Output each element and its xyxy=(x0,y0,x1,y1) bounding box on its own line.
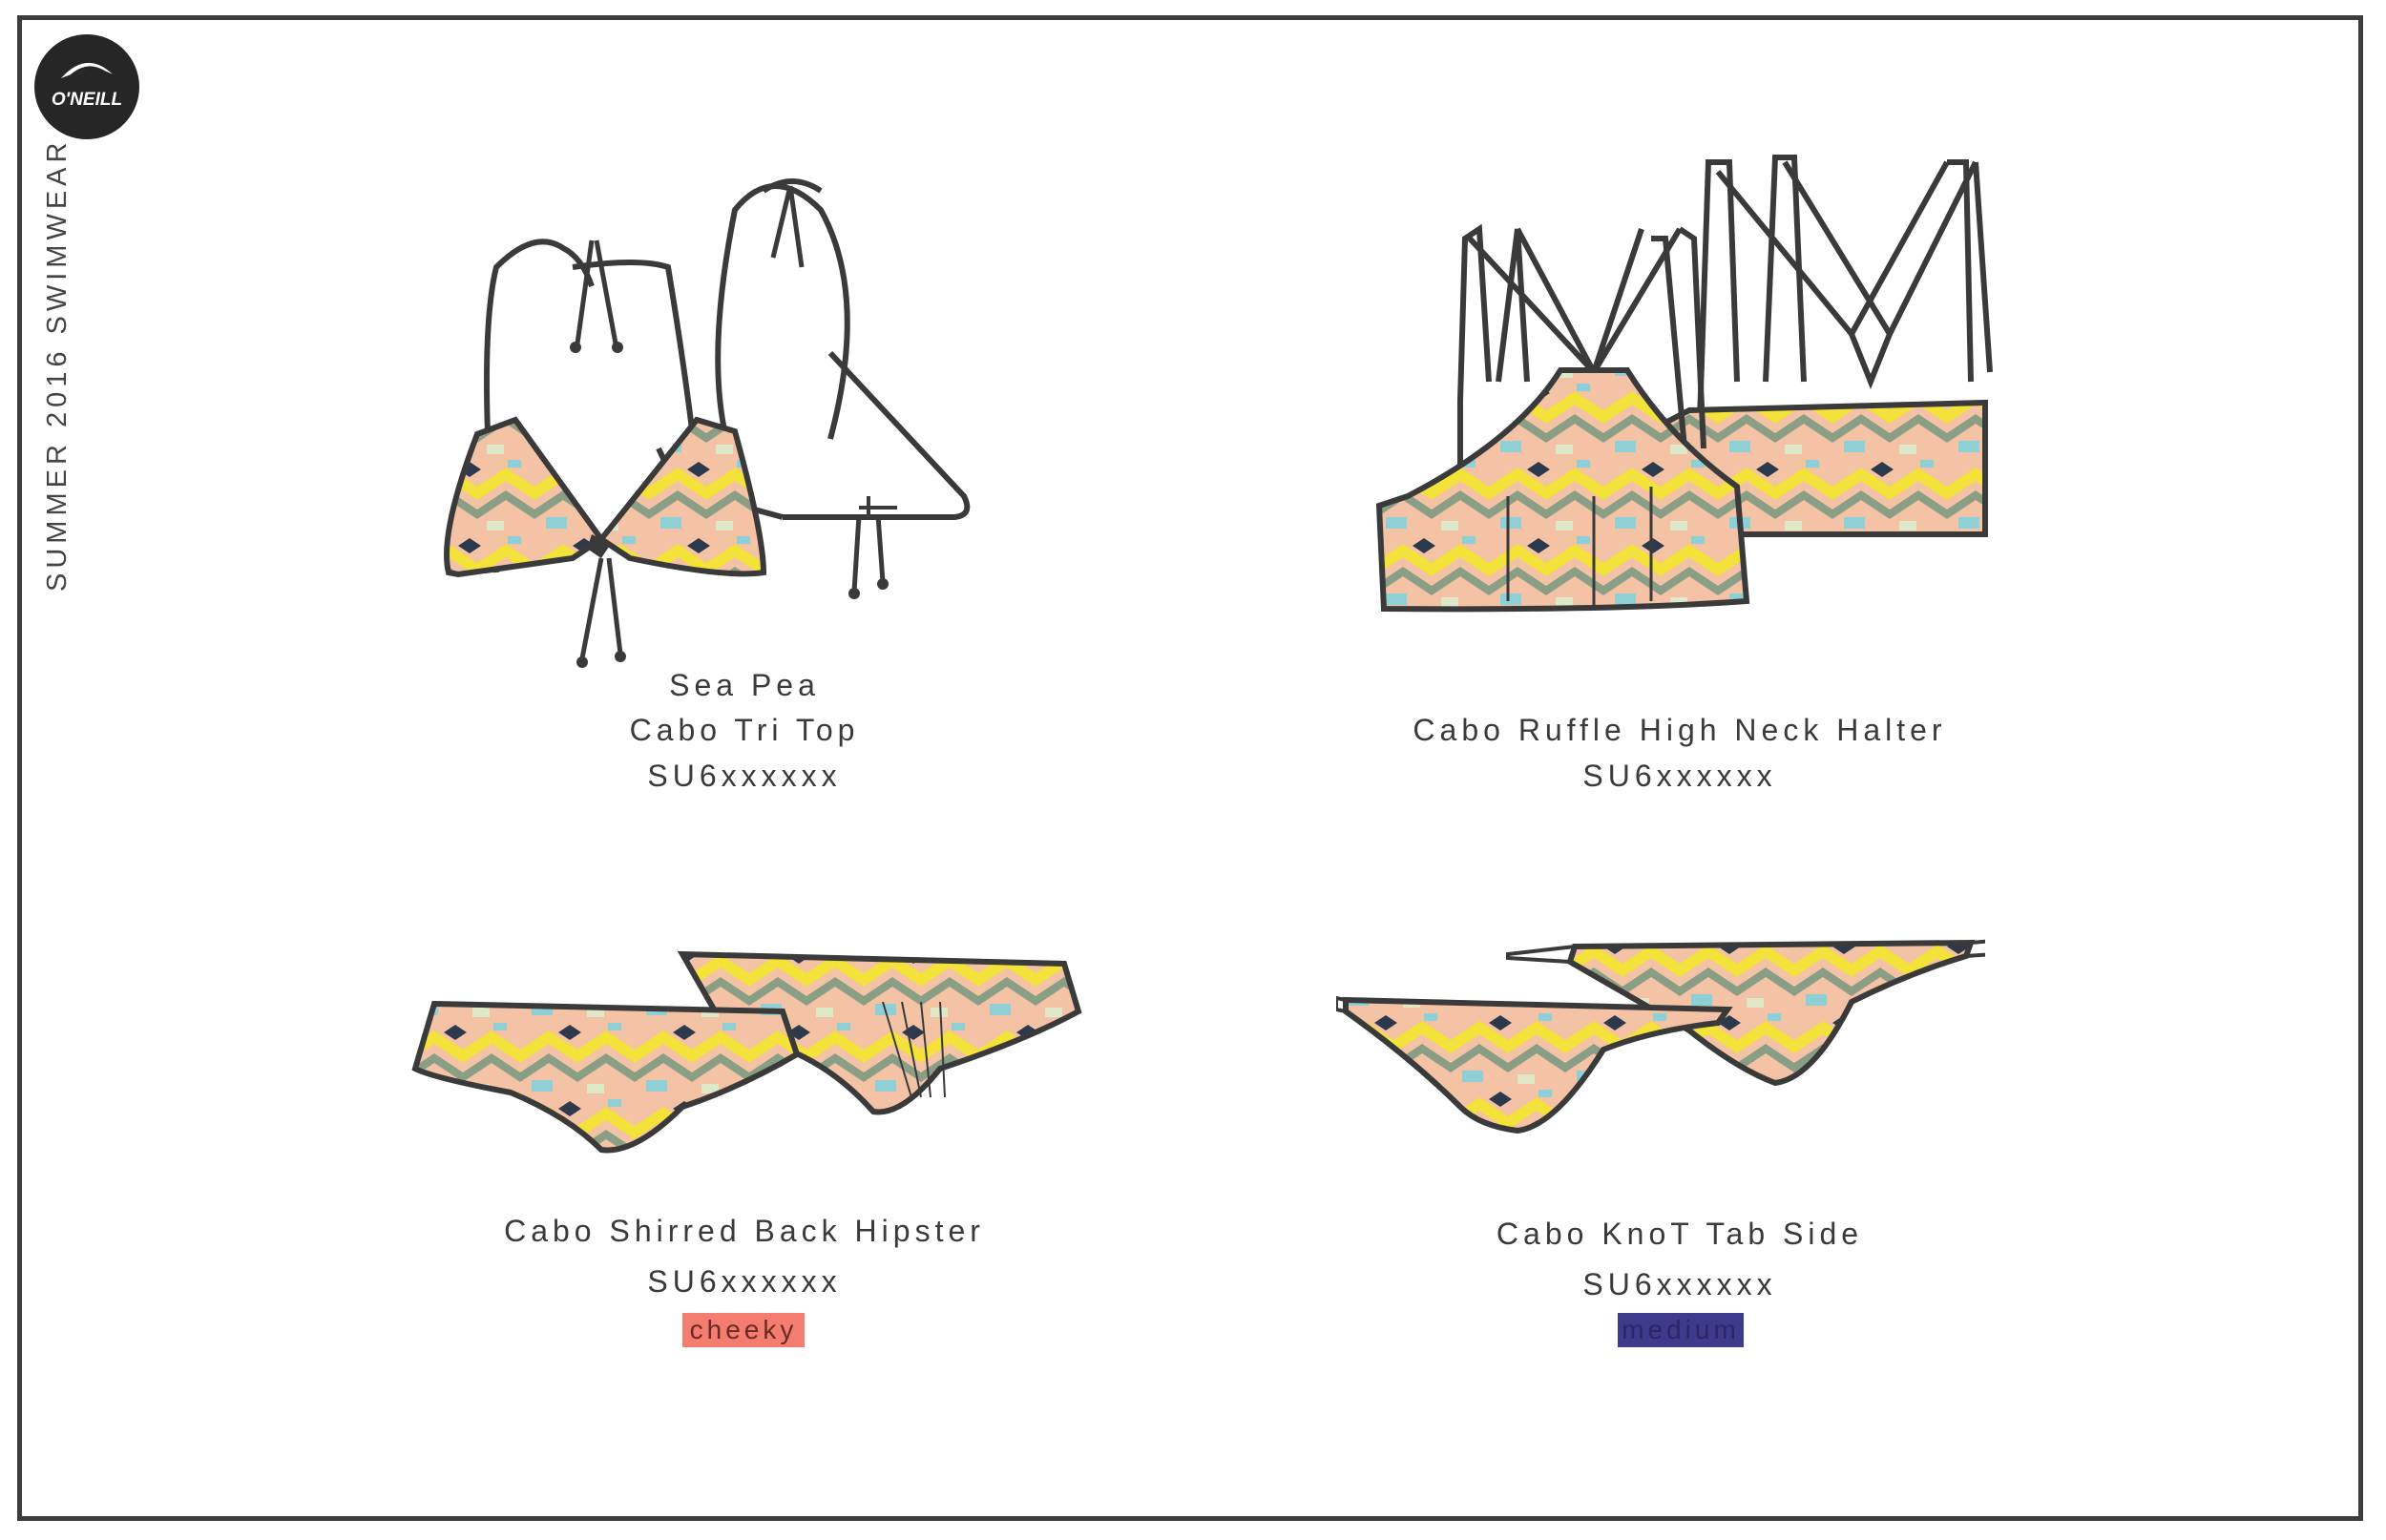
product-sku: SU6xxxxxx xyxy=(647,1264,842,1299)
logo-text: O'NEILL xyxy=(52,90,122,110)
product-sku: SU6xxxxxx xyxy=(1582,759,1777,793)
high-neck-halter-illustration xyxy=(1375,155,1993,613)
tab-side-bottom-illustration xyxy=(1336,939,1985,1134)
product-sku: SU6xxxxxx xyxy=(1582,1267,1777,1301)
page-frame xyxy=(17,15,2363,1521)
coverage-badge-medium: medium xyxy=(1618,1313,1744,1347)
product-name: Cabo Shirred Back Hipster xyxy=(504,1214,985,1248)
coverage-badge-cheeky: cheeky xyxy=(682,1313,805,1347)
oneill-logo: O'NEILL xyxy=(34,34,139,139)
product-name: Cabo Tri Top xyxy=(629,713,860,747)
collection-title: SUMMER 2016 SWIMWEAR xyxy=(42,137,73,592)
triangle-bikini-top-illustration xyxy=(444,178,971,668)
product-sku: SU6xxxxxx xyxy=(647,759,842,793)
product-name: Cabo KnoT Tab Side xyxy=(1496,1217,1864,1251)
hipster-bottom-illustration xyxy=(411,950,1082,1154)
style-name: Sea Pea xyxy=(669,668,820,702)
product-name: Cabo Ruffle High Neck Halter xyxy=(1413,713,1947,747)
